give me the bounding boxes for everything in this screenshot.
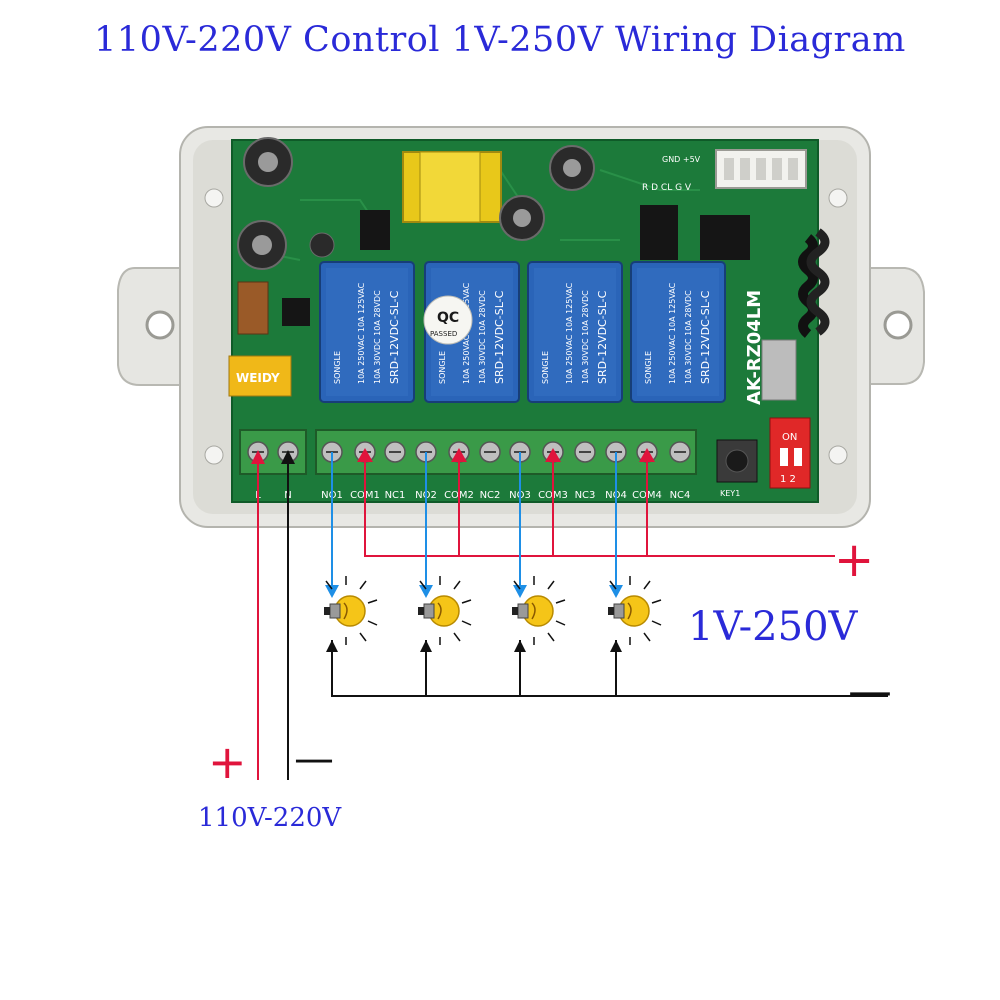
supply-voltage-label: 110V-220V [198,803,342,833]
relay-text: SONGLE [541,351,550,384]
load-positive-bus [364,452,835,557]
relay-text: 10A 250VAC 10A 125VAC [668,282,677,384]
relay-terminal-block [315,429,697,475]
dip-switch [769,417,811,489]
model-label: AK-RZ04LM [744,290,765,405]
x-capacitor [228,355,292,397]
screw-boss [204,445,224,465]
supply-minus-sign: — [294,736,334,782]
dip-number-label: 1 2 [780,474,796,485]
wiring [251,448,888,780]
qc-label: QC [437,310,459,326]
supply-plus-sign: + [208,735,247,789]
relay-text: 10A 30VDC 10A 28VDC [581,290,590,384]
mounting-hole-right [883,310,913,340]
lamp-2-icon [418,576,472,645]
relay-text: SRD-12VDC-SL-C [388,290,401,384]
relay-1: SRD-12VDC-SL-C 10A 30VDC 10A 28VDC 10A 250… [319,261,415,403]
qc-sticker: QC PASSED [423,295,473,345]
relay-text: SONGLE [438,351,447,384]
terminal-label: NC2 [480,490,501,501]
lamp-3-icon [512,576,566,645]
terminal-label: NC4 [670,490,691,501]
terminal-screw-nc2[interactable] [479,441,501,463]
qc-passed-label: PASSED [430,330,457,338]
relay-text: SRD-12VDC-SL-C [699,290,712,384]
capacitor [309,232,335,258]
terminal-screw-nc4[interactable] [669,441,691,463]
ic-chip [700,215,750,260]
load-voltage-label: 1V-250V [688,604,859,650]
lamp-4-icon [608,576,662,645]
terminal-screw-nc1[interactable] [384,441,406,463]
relay-3: SRD-12VDC-SL-C 10A 30VDC 10A 28VDC 10A 250… [527,261,623,403]
dip-on-label: ON [782,432,797,443]
screw-boss [828,445,848,465]
fuse [237,281,269,335]
load-minus-sign: — [848,666,892,717]
terminal-label: NC3 [575,490,596,501]
relay-text: 10A 30VDC 10A 28VDC [478,290,487,384]
relay-text: 10A 250VAC 10A 125VAC [357,282,366,384]
terminal-screw-nc3[interactable] [574,441,596,463]
relay-text: SRD-12VDC-SL-C [493,290,506,384]
relay-text: SONGLE [333,351,342,384]
pin-header-top-label: GND +5V [662,155,701,164]
pin-header-label: R D CL G V [642,183,692,193]
lamp-group [324,576,662,645]
relay-text: 10A 30VDC 10A 28VDC [373,290,382,384]
screw-boss [828,188,848,208]
key1-label: KEY1 [720,489,740,498]
lamp-1-icon [324,576,378,645]
mounting-hole-left [145,310,175,340]
terminal-label: NC1 [385,490,406,501]
relay-text: 10A 250VAC 10A 125VAC [565,282,574,384]
relay-text: SRD-12VDC-SL-C [596,290,609,384]
load-negative-bus [331,640,888,697]
screw-boss [204,188,224,208]
relay-text: 10A 30VDC 10A 28VDC [684,290,693,384]
antenna-coil [798,234,818,338]
relay-text: SONGLE [644,351,653,384]
ic-chip [282,298,310,326]
relay-4: SRD-12VDC-SL-C 10A 30VDC 10A 28VDC 10A 250… [630,261,726,403]
load-plus-sign: + [834,532,874,588]
diagram-title: 110V-220V Control 1V-250V Wiring Diagram [94,20,906,60]
crystal [761,339,797,401]
ic-chip [640,205,678,260]
capacitor-brand: WEIDY [236,371,280,385]
ic-chip [360,210,390,250]
